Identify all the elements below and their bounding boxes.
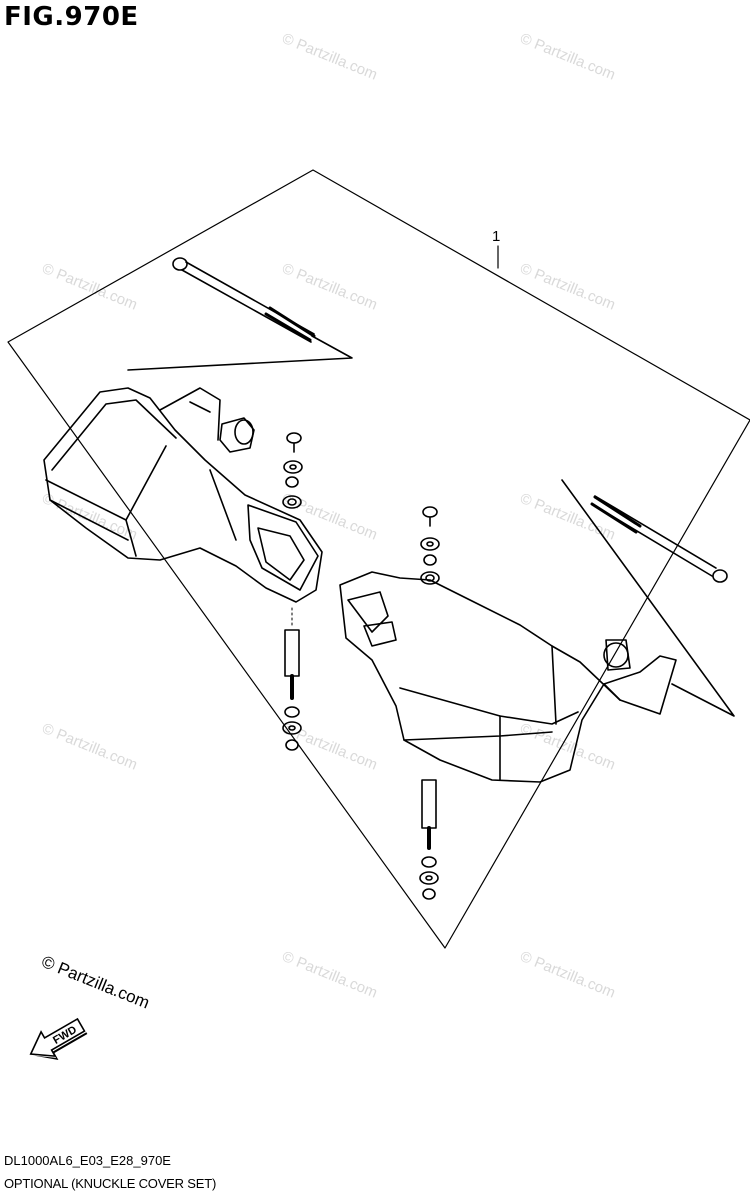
fwd-label: FWD (51, 1024, 79, 1047)
knuckle-cover-left (43, 387, 323, 603)
fwd-arrow-icon: FWD (29, 1017, 88, 1060)
callout-number: 1 (492, 228, 501, 245)
right-hardware (419, 506, 631, 900)
kit-boundary (7, 169, 750, 949)
long-bolt-right (561, 479, 735, 717)
long-bolt-left (127, 257, 353, 371)
figure-title: FIG.970E (4, 2, 139, 32)
figure-code: DL1000AL6_E03_E28_970E (4, 1153, 171, 1168)
figure-caption: OPTIONAL (KNUCKLE COVER SET) (4, 1176, 217, 1191)
left-hardware (219, 417, 303, 751)
knuckle-cover-right (339, 571, 677, 783)
